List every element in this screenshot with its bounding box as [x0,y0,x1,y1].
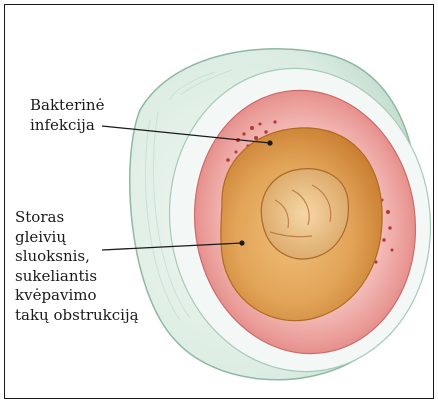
mucus-label-line: takų obstrukciją [15,306,139,326]
mucus-leader-dot [239,240,244,245]
mucus-label: Storas gleivių sluoksnis, sukeliantis kv… [15,208,139,325]
infection-label-line: infekcija [30,116,104,136]
mucus-label-line: sukeliantis [15,267,139,287]
infection-leader-dot [267,140,272,145]
infection-label-line: Bakterinė [30,96,104,116]
airway-lumen [261,169,348,259]
infection-label: Bakterinė infekcija [30,96,104,135]
mucus-label-line: gleivių [15,228,139,248]
mucus-label-line: Storas [15,208,139,228]
mucus-label-line: sluoksnis, [15,247,139,267]
mucus-label-line: kvėpavimo [15,286,139,306]
